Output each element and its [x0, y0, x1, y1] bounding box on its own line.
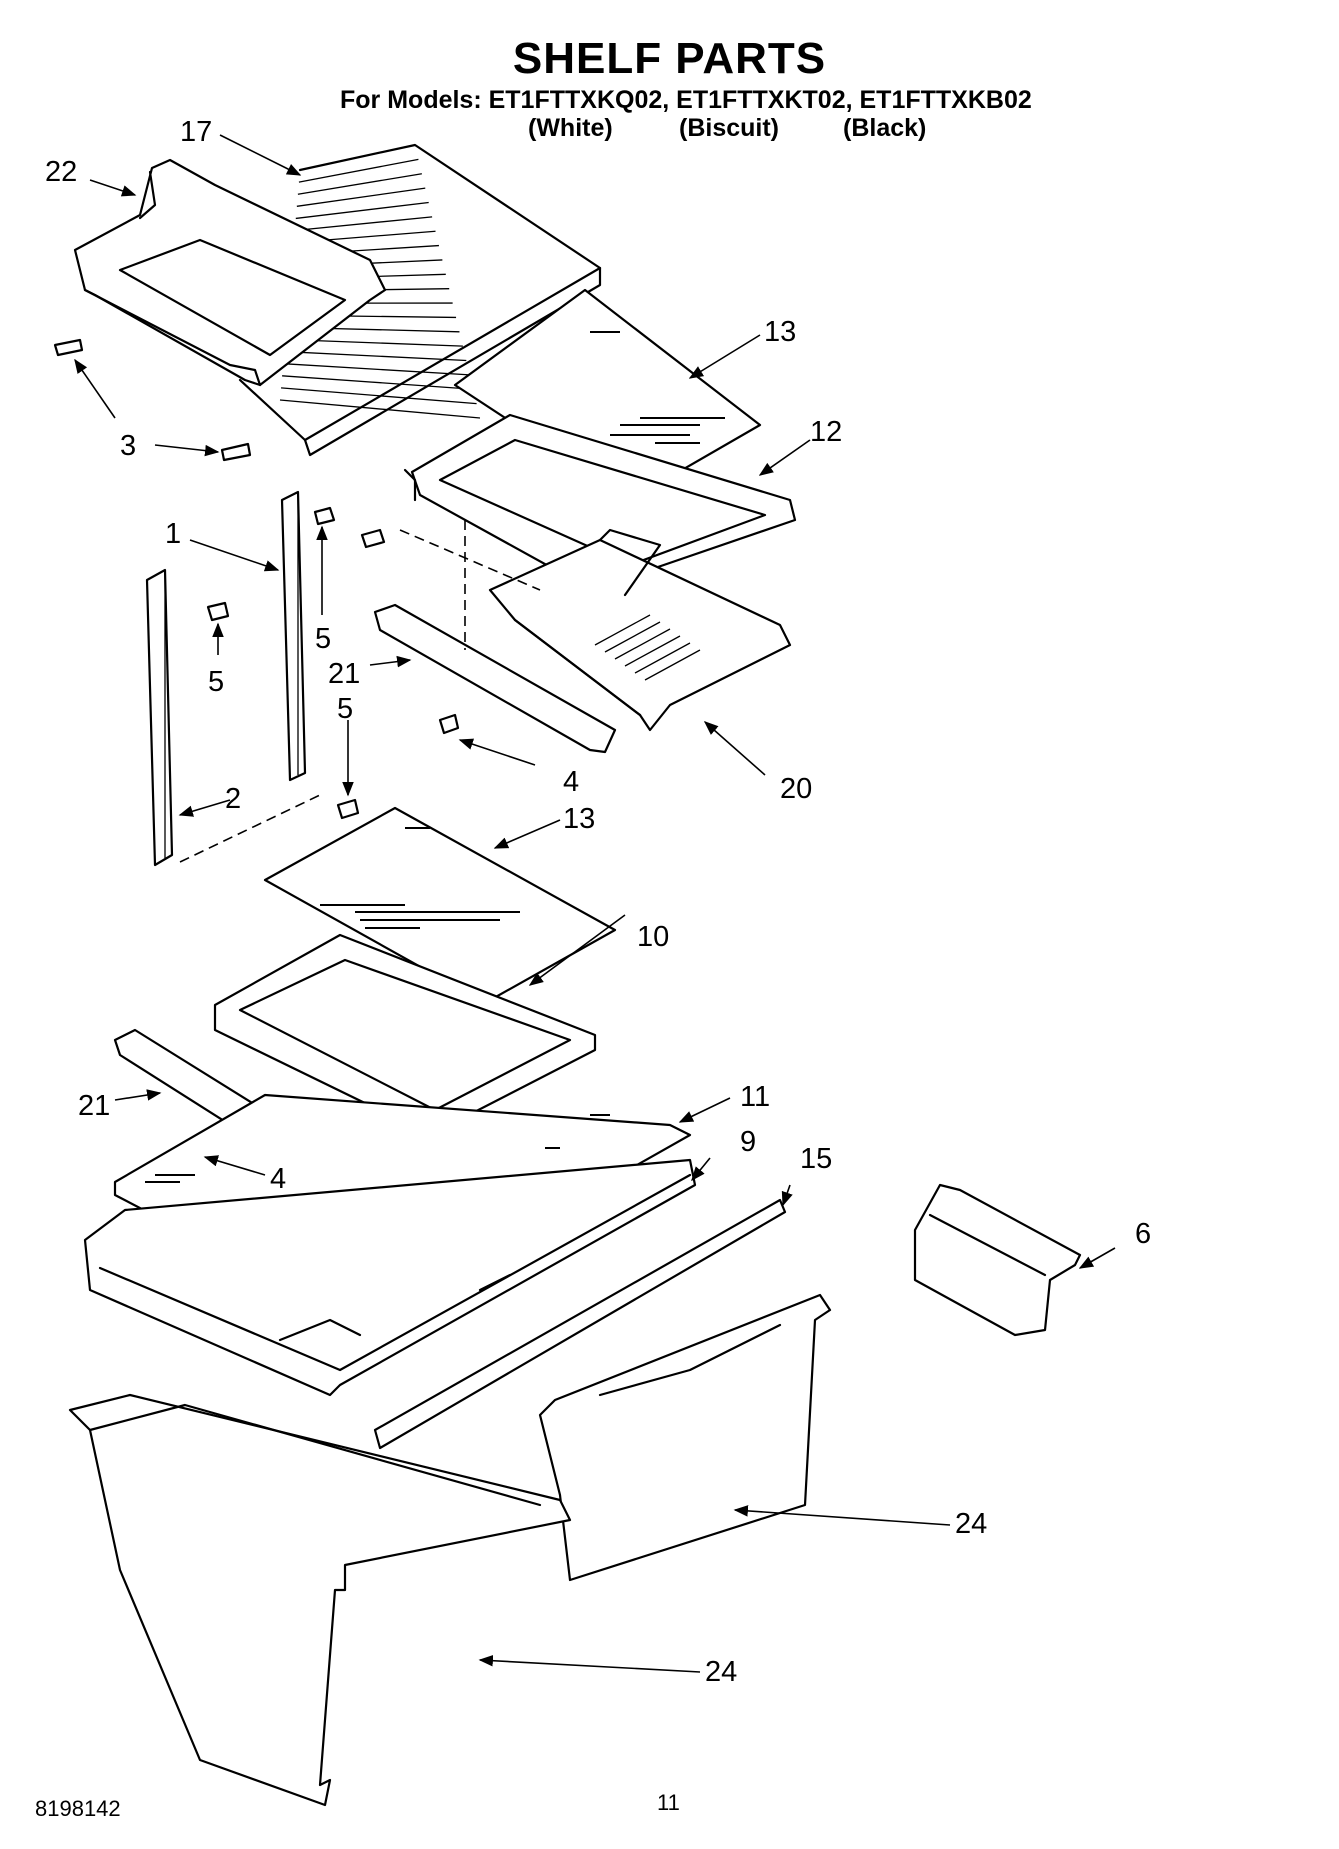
callout-5a: 5: [315, 623, 332, 655]
shelf-wire: [297, 173, 422, 195]
callout-13-mid: 13: [563, 803, 596, 835]
divider-15: [373, 1198, 787, 1450]
glass-shelf-13-top: [453, 288, 762, 502]
variant-biscuit: (Biscuit): [679, 114, 779, 142]
callout-15: 15: [800, 1143, 833, 1175]
callout-24-front: 24: [705, 1656, 738, 1688]
callout-1: 1: [165, 518, 182, 550]
alignment-line: [179, 794, 321, 863]
callout-12: 12: [810, 416, 843, 448]
screw-4-top: [438, 713, 460, 735]
callout-21-bottom: 21: [78, 1090, 111, 1122]
screws-5: [206, 506, 386, 820]
shelf-wire: [299, 144, 416, 171]
bin-6: [913, 1183, 1082, 1337]
callout-10: 10: [637, 921, 670, 953]
rail-1: [280, 490, 307, 782]
shelf-wire: [298, 158, 419, 183]
page-title: SHELF PARTS: [512, 34, 827, 83]
callout-17: 17: [180, 116, 213, 148]
callout-9: 9: [740, 1126, 757, 1158]
shelf-wire: [294, 216, 433, 232]
shelf-wire: [295, 201, 429, 220]
shelf-frame-10: [213, 933, 597, 1142]
callout-13-top: 13: [764, 316, 797, 348]
shelf-wire: [284, 350, 467, 362]
callout-20: 20: [780, 773, 813, 805]
deli-drawer-22: [73, 158, 387, 387]
pan-20: [488, 528, 792, 732]
shelf-wire: [281, 387, 477, 405]
shelf-wire: [282, 375, 474, 390]
variant-white: (White): [528, 114, 613, 142]
page-number: 11: [657, 1790, 680, 1815]
callout-21-top: 21: [328, 658, 361, 690]
leader-lines: [74, 134, 1116, 1673]
alignment-line: [399, 529, 541, 591]
bracket-21-top: [373, 603, 617, 754]
models-line: For Models: ET1FTTXKQ02, ET1FTTXKT02, ET…: [340, 86, 1032, 114]
callout-4-bottom: 4: [270, 1163, 287, 1195]
callout-6: 6: [1135, 1218, 1152, 1250]
variant-black: (Black): [843, 114, 927, 142]
callout-4-top: 4: [563, 766, 580, 798]
callout-5b: 5: [208, 666, 225, 698]
crisper-cover-frame-9: [83, 1158, 697, 1397]
shelf-wire: [283, 363, 470, 376]
callout-24-back: 24: [955, 1508, 988, 1540]
shelf-wire: [279, 399, 481, 419]
callout-22: 22: [45, 156, 78, 188]
callout-3: 3: [120, 430, 137, 462]
callout-2: 2: [225, 783, 242, 815]
shelf-frame-12: [403, 413, 797, 602]
crisper-drawer-24-back: [538, 1293, 832, 1582]
callout-5c: 5: [337, 693, 354, 725]
crisper-drawer-24-front: [68, 1393, 572, 1807]
shelf-pins-3: [53, 338, 252, 462]
shelf-wire: [296, 187, 426, 207]
callout-11: 11: [740, 1081, 771, 1113]
rail-2: [145, 568, 174, 867]
document-number: 8198142: [35, 1796, 121, 1821]
